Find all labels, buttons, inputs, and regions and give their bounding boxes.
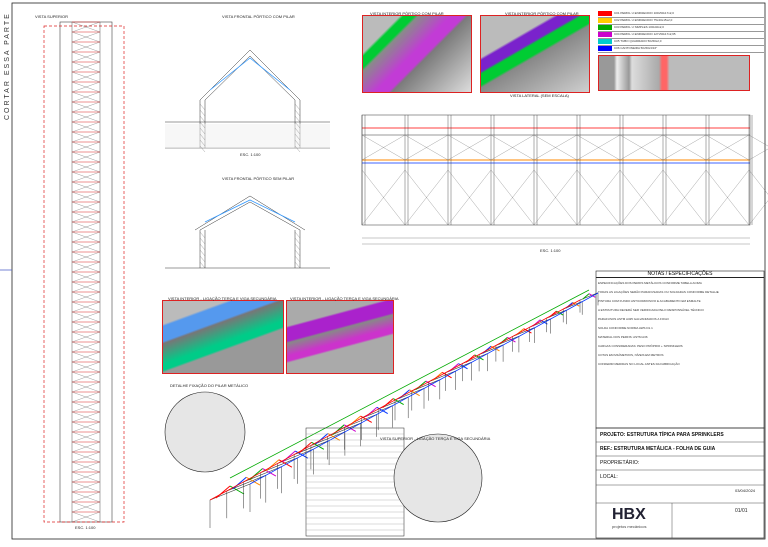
spacer — [412, 285, 416, 289]
legend-code: C05 — [614, 39, 621, 43]
company-logo: HBX projetos mecânicos — [612, 506, 672, 532]
legend-row: C04 PERFIL U ENRIJECIDO 127x50x17x2,65 — [598, 32, 764, 39]
legend-code: C03 — [614, 25, 621, 29]
legend-text: PERFIL U ENRIJECIDO 75x40x15x2,0 — [620, 18, 673, 22]
legend-text: CANTONEIRA 50x50x3/16" — [620, 46, 658, 50]
label-front-bottom: VISTA FRONTAL PÓRTICO SEM PILAR — [222, 176, 295, 181]
tb-local: LOCAL: — [600, 474, 618, 480]
tb-client: PROPRIETÁRIO: — [600, 460, 640, 466]
tb-ref: REF.: ESTRUTURA METÁLICA - FOLHA DE GUIA — [600, 446, 716, 452]
note-line: PARAFUSOS ASTM A325 GALVANIZADOS A FOGO — [598, 317, 669, 321]
label-plan: VISTA SUPERIOR — [35, 14, 69, 19]
legend-code: C06 — [614, 46, 621, 50]
legend-row: C01 PERFIL U ENRIJECIDO 100x50x17x2,0 — [598, 11, 764, 18]
legend-code: C02 — [614, 18, 621, 22]
label-detail-d: VISTA INTERIOR - LIGAÇÃO TERÇA E VIGA SE… — [290, 296, 399, 301]
legend-swatch — [598, 32, 612, 37]
note-line: CONFERIR MEDIDAS NO LOCAL ANTES DA FABRI… — [598, 362, 680, 366]
render-detail-d — [286, 300, 394, 374]
legend-row: C05 TUBO QUADRADO 50x50x2,0 — [598, 39, 764, 46]
scale-front-top: ESC. 1:100 — [240, 152, 261, 157]
legend-swatch — [598, 25, 612, 30]
note-line: COTAS EM MILÍMETROS, NÍVEIS EM METROS — [598, 353, 664, 357]
note-line: A ESTRUTURA DEVERÁ SER VERIFICADA PELO R… — [598, 308, 704, 312]
label-detail-b: VISTA INTERIOR PÓRTICO COM PILAR — [505, 11, 579, 16]
legend-text: PERFIL U ENRIJECIDO 100x50x17x2,0 — [620, 11, 674, 15]
company-sub: projetos mecânicos — [612, 524, 647, 529]
scale-plan: ESC. 1:100 — [75, 525, 96, 530]
company-name: HBX — [612, 506, 646, 523]
legend-swatch — [598, 39, 612, 44]
legend-code: C01 — [614, 11, 621, 15]
label-detail-f: DETALHE FIXAÇÃO DO PILAR METÁLICO — [170, 383, 249, 388]
note-line: MATERIAL DOS PERFIS: ASTM A36 — [598, 335, 648, 339]
render-detail-b — [480, 15, 590, 93]
legend-text: PERFIL U ENRIJECIDO 127x50x17x2,65 — [620, 32, 676, 36]
notes-title: NOTAS / ESPECIFICAÇÕES — [596, 271, 764, 278]
legend-swatch — [598, 18, 612, 23]
legend-swatch — [598, 11, 612, 16]
label-front-top: VISTA FRONTAL PÓRTICO COM PILAR — [222, 14, 295, 19]
note-line: TODAS AS LIGAÇÕES SERÃO PARAFUSADAS OU S… — [598, 290, 719, 294]
legend-row: C02 PERFIL U ENRIJECIDO 75x40x15x2,0 — [598, 18, 764, 25]
tb-sheet: 01/01 — [735, 508, 748, 514]
note-line: SOLDA CONFORME NORMA AWS D1.1 — [598, 326, 653, 330]
legend-row: C03 PERFIL U SIMPLES 100x40x2,0 — [598, 25, 764, 32]
cut-here-text: CORTAR ESSA PARTE — [4, 12, 11, 120]
label-detail-a: VISTA INTERIOR PÓRTICO COM PILAR — [370, 11, 444, 16]
note-line: PINTURA COM FUNDO ANTICORROSIVO E ACABAM… — [598, 299, 701, 303]
label-detail-c: VISTA INTERIOR - LIGAÇÃO TERÇA E VIGA SE… — [168, 296, 277, 301]
note-line: ESPECIFICAÇÕES DOS PERFIS METÁLICOS CONF… — [598, 281, 702, 285]
label-detail-e: VISTA SUPERIOR - LIGAÇÃO TERÇA E VIGA SE… — [380, 436, 491, 441]
scale-lateral: ESC. 1:100 — [540, 248, 561, 253]
render-detail-a — [362, 15, 472, 93]
render-detail-c — [162, 300, 284, 374]
legend-text: PERFIL U SIMPLES 100x40x2,0 — [620, 25, 664, 29]
legend-code: C04 — [614, 32, 621, 36]
legend-swatch — [598, 46, 612, 51]
render-detail-top — [598, 55, 750, 91]
tb-date: 03/04/2024 — [735, 488, 756, 493]
label-lateral: VISTA LATERAL (SEM ESCALA) — [510, 93, 569, 98]
note-line: CARGAS CONSIDERADAS: PESO PRÓPRIO + SPRI… — [598, 344, 683, 348]
legend-text: TUBO QUADRADO 50x50x2,0 — [620, 39, 662, 43]
legend-row: C06 CANTONEIRA 50x50x3/16" — [598, 46, 764, 53]
tb-project: PROJETO: ESTRUTURA TÍPICA PARA SPRINKLER… — [600, 432, 724, 438]
